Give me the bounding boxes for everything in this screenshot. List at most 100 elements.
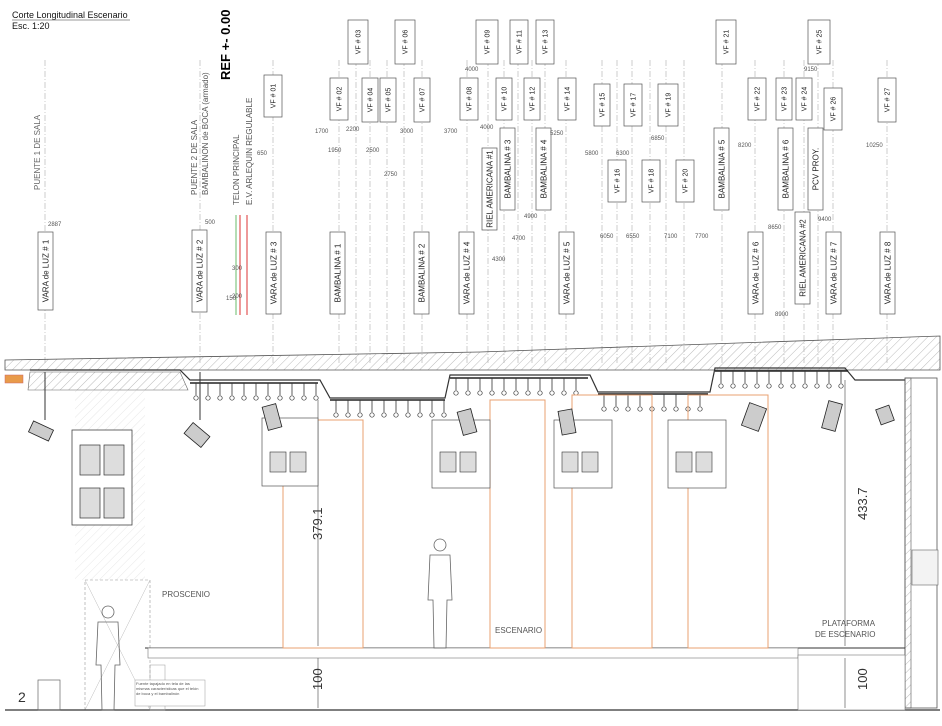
vf-box: VF # 23 bbox=[775, 77, 793, 121]
element-box: VARA de LUZ # 3 bbox=[265, 231, 282, 315]
distance-label: 8200 bbox=[738, 143, 752, 149]
svg-text:VF # 10: VF # 10 bbox=[501, 87, 508, 112]
distance-label: 4000 bbox=[480, 125, 494, 131]
human-figures bbox=[95, 538, 453, 711]
distance-label: 7100 bbox=[664, 234, 678, 240]
proscenio-label: PROSCENIO bbox=[162, 590, 210, 599]
note-text-wrap: Fuente tapajado en tela de las mismas ca… bbox=[136, 681, 199, 696]
svg-text:VF # 18: VF # 18 bbox=[648, 169, 655, 194]
svg-text:BAMBALINA # 6: BAMBALINA # 6 bbox=[781, 139, 790, 198]
vf-box: VF # 04 bbox=[361, 77, 379, 123]
distance-label: 300 bbox=[232, 266, 243, 272]
telon-label: TELON PRINCIPAL bbox=[232, 134, 241, 205]
element-box: VARA de LUZ # 1 bbox=[37, 231, 54, 311]
svg-text:VF # 05: VF # 05 bbox=[385, 88, 392, 113]
svg-text:BAMBALINA # 4: BAMBALINA # 4 bbox=[539, 139, 548, 198]
svg-text:BAMBALINA # 2: BAMBALINA # 2 bbox=[417, 243, 426, 302]
right-wall-panel bbox=[911, 549, 939, 586]
svg-text:VARA de LUZ # 5: VARA de LUZ # 5 bbox=[562, 241, 571, 304]
element-box: RIEL AMERICANA #2 bbox=[794, 211, 811, 305]
svg-text:VF # 15: VF # 15 bbox=[599, 93, 606, 118]
spotlights bbox=[27, 400, 895, 448]
svg-text:VF # 04: VF # 04 bbox=[367, 88, 374, 113]
svg-text:VF # 01: VF # 01 bbox=[270, 84, 277, 109]
element-box: BAMBALINA # 5 bbox=[713, 127, 730, 211]
orange-marker bbox=[4, 374, 24, 384]
element-box: VARA de LUZ # 8 bbox=[879, 231, 896, 315]
svg-text:VF # 11: VF # 11 bbox=[516, 30, 523, 54]
svg-text:VARA de LUZ # 1: VARA de LUZ # 1 bbox=[41, 239, 50, 302]
distance-label: 9400 bbox=[818, 217, 832, 223]
svg-text:BAMBALINA # 1: BAMBALINA # 1 bbox=[333, 243, 342, 302]
bambalinon-label: BAMBALINON de BOCA (armado) bbox=[201, 72, 210, 195]
distance-label: 5250 bbox=[550, 131, 564, 137]
dimension-stage-height: 379.1 bbox=[310, 507, 325, 540]
distance-label: 2750 bbox=[384, 172, 398, 178]
svg-text:VF # 23: VF # 23 bbox=[781, 87, 788, 112]
svg-text:VF # 13: VF # 13 bbox=[542, 30, 549, 55]
distance-label: 9150 bbox=[804, 67, 818, 73]
distance-label: 6850 bbox=[651, 136, 665, 142]
distance-label: 8650 bbox=[768, 225, 782, 231]
distance-label: 4900 bbox=[524, 214, 538, 220]
element-box: VARA de LUZ # 6 bbox=[747, 231, 764, 315]
vf-box: VF # 26 bbox=[823, 87, 843, 131]
element-box: VARA de LUZ # 5 bbox=[558, 231, 575, 315]
svg-text:VF # 20: VF # 20 bbox=[682, 169, 689, 194]
escenario-label: ESCENARIO bbox=[495, 626, 542, 635]
svg-text:VARA de LUZ # 2: VARA de LUZ # 2 bbox=[195, 239, 204, 302]
door-diagonal-b bbox=[84, 579, 151, 711]
element-box: BAMBALINA # 3 bbox=[499, 127, 516, 211]
svg-text:VF # 27: VF # 27 bbox=[884, 88, 891, 113]
vf-box: VF # 27 bbox=[877, 77, 897, 123]
drawing-title: Corte Longitudinal Escenario bbox=[12, 10, 128, 20]
element-box: PCV PROY. bbox=[807, 127, 824, 211]
distance-label: 1700 bbox=[315, 129, 329, 135]
platform-base bbox=[797, 654, 906, 711]
dimension-base-right: 100 bbox=[855, 668, 870, 690]
svg-text:RIEL AMERICANA #2: RIEL AMERICANA #2 bbox=[798, 219, 807, 297]
vf-box: VF # 10 bbox=[495, 77, 513, 121]
svg-text:VF # 03: VF # 03 bbox=[355, 30, 362, 55]
svg-text:VF # 22: VF # 22 bbox=[754, 87, 761, 112]
vf-box-group: VF # 01 VF # 02 VF # 03 VF # 04 VF # 05 VF # … bbox=[263, 19, 897, 203]
svg-text:VF # 08: VF # 08 bbox=[466, 87, 473, 112]
element-box: VARA de LUZ # 7 bbox=[825, 231, 842, 315]
svg-text:BAMBALINA # 3: BAMBALINA # 3 bbox=[503, 139, 512, 198]
vf-box: VF # 19 bbox=[657, 83, 679, 127]
note-text: Fuente tapajado en tela de las mismas ca… bbox=[136, 681, 199, 696]
svg-text:VF # 12: VF # 12 bbox=[529, 87, 536, 112]
element-box-group: VARA de LUZ # 1 VARA de LUZ # 2 VARA de LU… bbox=[37, 127, 896, 315]
distance-label: 4000 bbox=[465, 67, 479, 73]
vf-box: VF # 20 bbox=[675, 159, 695, 203]
distance-label: 2500 bbox=[366, 148, 380, 154]
vf-box: VF # 08 bbox=[459, 77, 479, 121]
vf-box: VF # 02 bbox=[329, 77, 349, 121]
distance-label: 650 bbox=[257, 151, 268, 157]
svg-text:VARA de LUZ # 7: VARA de LUZ # 7 bbox=[829, 241, 838, 304]
distance-label: 6550 bbox=[626, 234, 640, 240]
ceiling-profile bbox=[30, 367, 905, 399]
element-box: VARA de LUZ # 4 bbox=[458, 231, 475, 315]
roof-slab bbox=[4, 335, 941, 371]
distance-label: 5800 bbox=[585, 151, 599, 157]
de-escenario-label: DE ESCENARIO bbox=[815, 630, 875, 639]
svg-text:VF # 19: VF # 19 bbox=[665, 93, 672, 118]
svg-text:VF # 26: VF # 26 bbox=[830, 97, 837, 122]
svg-text:VF # 21: VF # 21 bbox=[723, 30, 730, 55]
element-box: VARA de LUZ # 2 bbox=[191, 229, 208, 313]
distance-label: 8900 bbox=[775, 312, 789, 318]
distance-label: 2200 bbox=[346, 127, 360, 133]
svg-text:REF +- 0.00: REF +- 0.00 bbox=[218, 10, 233, 80]
svg-text:RIEL AMERICANA #1: RIEL AMERICANA #1 bbox=[485, 150, 494, 228]
element-box: BAMBALINA # 4 bbox=[535, 127, 552, 211]
vf-box: VF # 18 bbox=[641, 159, 661, 203]
plataforma-label: PLATAFORMA bbox=[822, 619, 876, 628]
svg-text:VARA de LUZ # 6: VARA de LUZ # 6 bbox=[751, 241, 760, 304]
distance-label: 1950 bbox=[328, 148, 342, 154]
svg-text:VF # 24: VF # 24 bbox=[801, 87, 808, 112]
svg-text:BAMBALINA # 5: BAMBALINA # 5 bbox=[717, 139, 726, 198]
vf-box: VF # 01 bbox=[263, 74, 283, 118]
